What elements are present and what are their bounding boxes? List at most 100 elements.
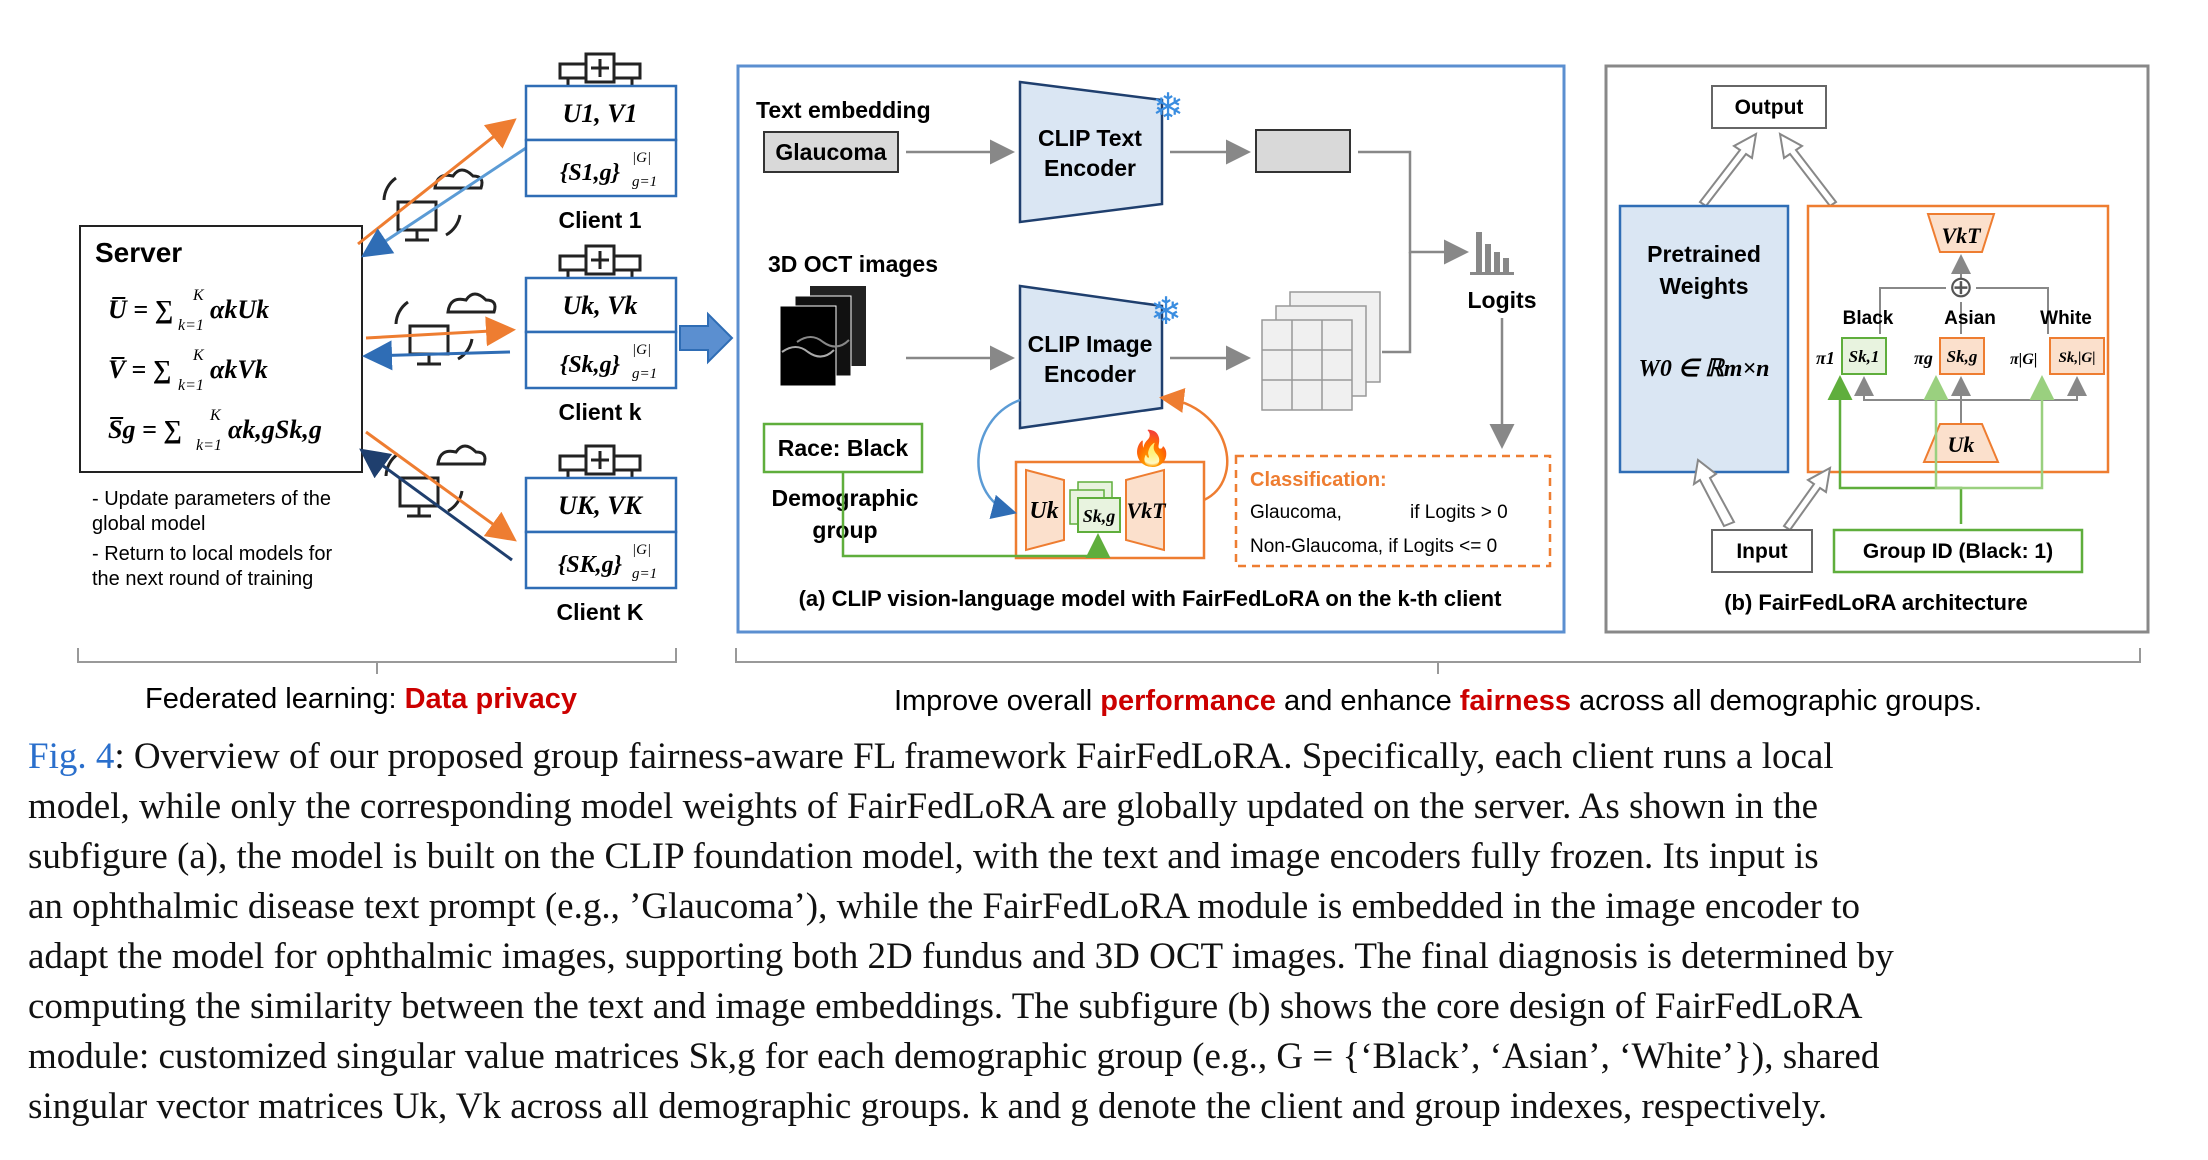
right-bottom-label: Improve overall performance and enhance … [894,685,1982,717]
computer-cloud-icon [382,168,484,242]
client-K: UK, VK {SK,g} |G| g=1 Client K [524,444,678,625]
download-arrow [362,340,511,371]
image-embedding-grid [1261,291,1381,411]
client-K-s: {SK,g} [558,552,623,578]
figure-label: Fig. 4 [28,736,115,777]
arrow [841,472,1111,558]
client-K-s-sub: g=1 [632,566,657,582]
server-eq-u-upper: K [192,287,205,304]
caption-line: an ophthalmic disease text prompt (e.g.,… [28,886,1861,927]
clip-text-encoder-line1: CLIP Text [1038,125,1142,151]
panel-b-caption: (b) FairFedLoRA architecture [1724,590,2028,615]
client-1-uv: U1, V1 [562,99,637,128]
oct-label: 3D OCT images [768,251,938,277]
fl-bottom-label: Federated learning: Data privacy [145,683,577,715]
download-arrow [360,146,527,258]
glaucoma-box [763,131,899,173]
s-cell-G-text: Sk,|G| [2058,350,2095,366]
clip-text-encoder [1018,80,1164,224]
classification-row2: Non-Glaucoma, if Logits <= 0 [1250,536,1497,557]
s-cell-g-text: Sk,g [1947,347,1978,366]
client-K-uv: UK, VK [558,491,643,520]
hollow-arrow [1778,132,1838,208]
input-text: Input [1736,540,1787,563]
lora-v-shape [1125,468,1165,552]
server-note-1: - Update parameters of the [92,488,331,510]
lora-v-text: VkT [1126,498,1167,523]
computer-cloud-icon [394,292,497,366]
upload-arrow [365,430,517,542]
output-box [1711,85,1827,129]
group-id-box [1832,528,2084,574]
arrow [1358,150,1469,265]
group-id-arrow [1827,375,1963,524]
client-1-label: Client 1 [558,207,641,233]
classification-row1-a: Glaucoma, [1250,502,1342,523]
server-eq-s-rhs: αk,gSk,g [228,415,322,444]
upload-arrow [357,118,517,246]
fire-icon: 🔥 [1131,429,1173,468]
oplus-symbol: ⊕ [1948,271,1973,304]
server-eq-v-rhs: αkVk [210,355,268,384]
uk-text: Uk [1948,432,1975,457]
text-embedding-label: Text embedding [756,97,931,123]
client-K-label: Client K [557,599,644,625]
hollow-arrow [1782,466,1832,532]
client-k-uv: Uk, Vk [562,291,637,320]
s-cell-1-text: Sk,1 [1849,347,1880,366]
client-1-s-sub: g=1 [632,174,657,190]
hospital-icon [558,444,642,478]
lora-u-shape [1025,468,1065,552]
server-eq-s-upper: K [209,407,222,424]
caption-line: module: customized singular value matric… [28,1036,1880,1077]
pretrained-line2: Weights [1659,273,1748,299]
client-1-s: {S1,g} [560,160,621,186]
bracket-right [735,648,2141,674]
hospital-icon [558,244,642,278]
caption-line: adapt the model for ophthalmic images, s… [28,936,1894,977]
server-title: Server [95,237,182,268]
group-white: White [2040,308,2092,329]
hollow-arrow [1692,458,1736,528]
classification-row1-b: if Logits > 0 [1410,502,1508,523]
race-text: Race: Black [778,435,909,461]
s-cell-G [2049,337,2105,375]
lora-s-box [1077,497,1121,533]
download-arrow [359,448,513,562]
arrow [977,398,1021,520]
uk-shape [1922,423,2000,463]
demographic-line2: group [812,517,877,543]
bar-chart-icon [1470,232,1514,275]
client-K-s-sup: |G| [632,542,651,558]
server-eq-s-lower: k=1 [196,437,222,454]
caption-line: subfigure (a), the model is built on the… [28,836,1819,877]
group-id-text: Group ID (Black: 1) [1863,540,2053,563]
pi-G: π|G| [2010,351,2037,368]
caption-line: Fig. 4: Overview of our proposed group f… [28,732,2178,782]
client-k: Uk, Vk {Sk,g} |G| g=1 Client k [524,244,678,425]
client-1-s-sup: |G| [632,150,651,166]
client-k-s-sub: g=1 [632,366,657,382]
pretrained-weights-box [1618,204,1790,474]
bracket-left [77,648,677,674]
upload-arrow [365,316,516,347]
hospital-icon [558,52,642,86]
server-note-2: global model [92,513,205,535]
clip-image-encoder [1018,284,1164,430]
arrow [1382,252,1412,354]
caption-line: singular vector matrices Uk, Vk across a… [28,1086,1828,1127]
clip-text-encoder-line2: Encoder [1044,155,1136,181]
hollow-arrow [1698,132,1758,208]
server-note-3: - Return to local models for [92,543,332,565]
classification-box [1234,454,1552,568]
expand-arrow [679,311,734,365]
client-k-s: {Sk,g} [560,352,621,378]
snowflake-icon: ❄ [1150,291,1182,333]
server-eq-v-lower: k=1 [178,377,204,394]
group-asian: Asian [1944,308,1996,329]
client-k-label: Client k [558,399,641,425]
server-eq-u-lower: k=1 [178,317,204,334]
text-embedding-vector [1255,129,1351,173]
clip-image-encoder-line1: CLIP Image [1028,331,1153,357]
server-eq-v: V̅ = ∑ [108,355,171,384]
